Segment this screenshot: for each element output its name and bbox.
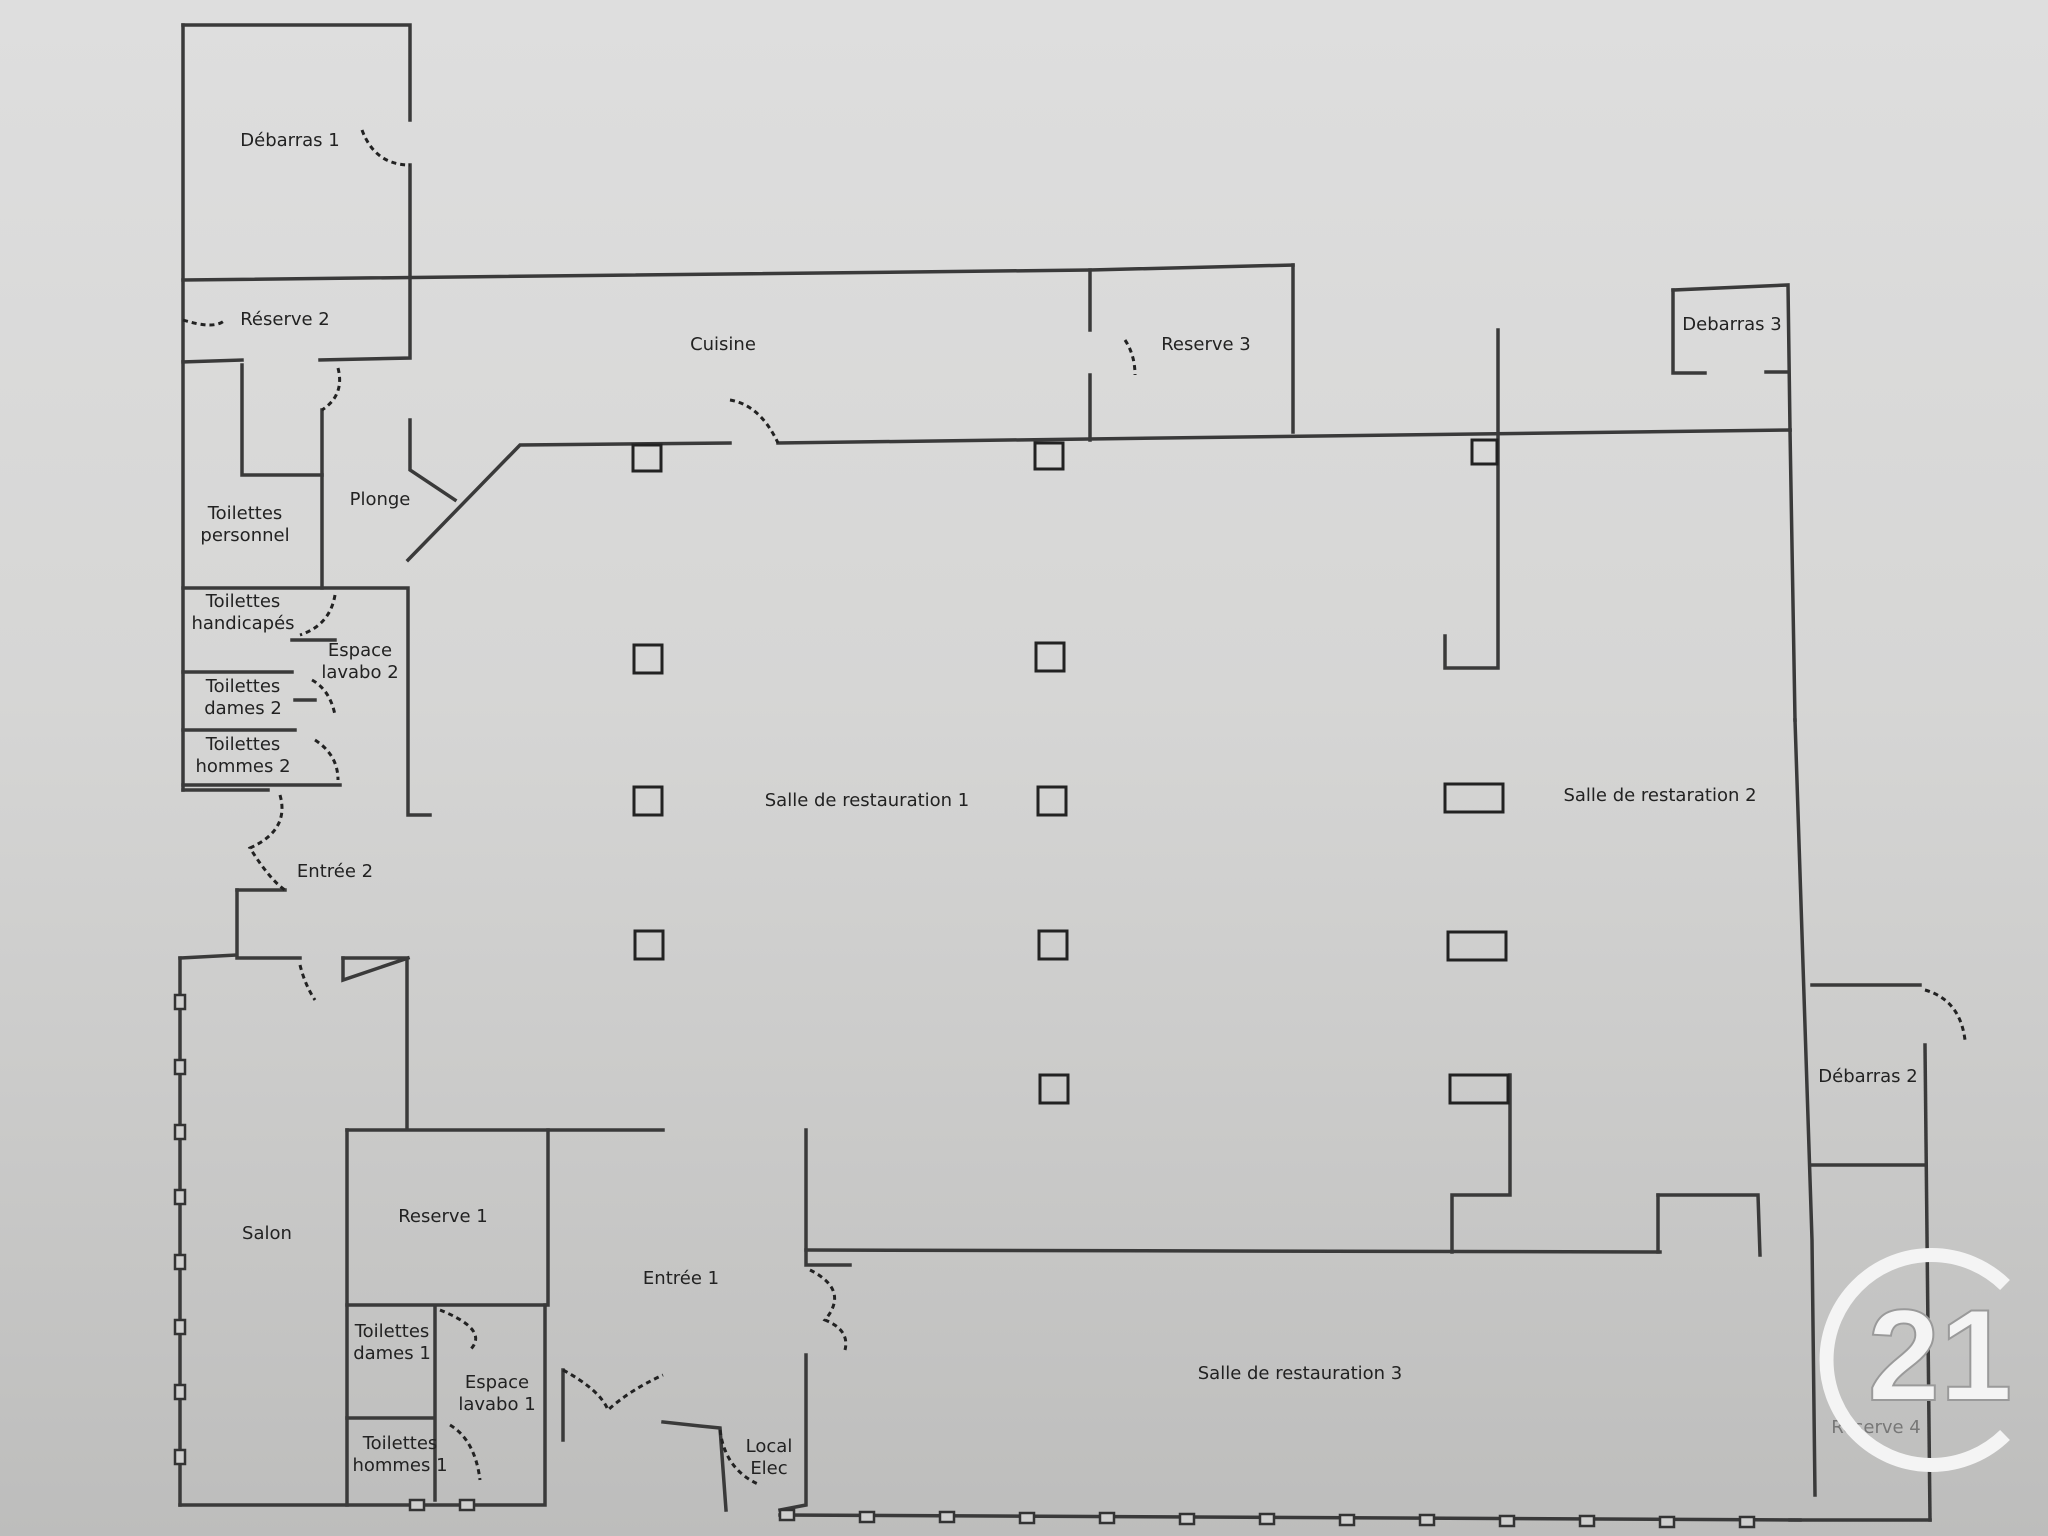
room-label-local-elec: Local Elec xyxy=(745,1436,793,1479)
room-label-toilettes-handicapes: Toilettes handicapés xyxy=(191,591,295,634)
room-label-reserve1: Reserve 1 xyxy=(398,1206,488,1227)
room-label-toilettes-dames1: Toilettes dames 1 xyxy=(353,1321,431,1364)
room-label-toilettes-hommes1: Toilettes hommes 1 xyxy=(352,1433,448,1476)
room-label-reserve3: Reserve 3 xyxy=(1161,334,1251,355)
room-label-debarras3: Debarras 3 xyxy=(1682,314,1782,335)
room-label-entree1: Entrée 1 xyxy=(642,1268,720,1289)
room-label-toilettes-personnel: Toilettes personnel xyxy=(200,503,290,546)
room-label-salon: Salon xyxy=(242,1223,292,1244)
room-label-toilettes-dames2: Toilettes dames 2 xyxy=(204,676,282,719)
room-label-espace-lavabo2: Espace lavabo 2 xyxy=(321,640,399,683)
room-label-salle2: Salle de restaration 2 xyxy=(1563,785,1757,806)
windows xyxy=(173,993,1756,1529)
room-label-plonge: Plonge xyxy=(349,489,411,510)
logo-text: 21 xyxy=(1868,1282,2013,1428)
room-label-entree2: Entrée 2 xyxy=(296,861,374,882)
room-label-debarras1: Débarras 1 xyxy=(240,130,340,151)
century21-logo: 21 xyxy=(1819,1248,2013,1472)
doors xyxy=(182,129,1967,1487)
room-label-debarras2: Débarras 2 xyxy=(1818,1066,1918,1087)
room-label-espace-lavabo1: Espace lavabo 1 xyxy=(458,1372,536,1415)
room-label-salle3: Salle de restauration 3 xyxy=(1197,1363,1403,1384)
room-label-toilettes-hommes2: Toilettes hommes 2 xyxy=(195,734,291,777)
room-label-reserve2: Réserve 2 xyxy=(240,309,330,330)
room-label-salle1: Salle de restauration 1 xyxy=(764,790,970,811)
pillars xyxy=(631,438,1510,1105)
room-label-cuisine: Cuisine xyxy=(690,334,756,355)
walls xyxy=(178,23,1932,1522)
